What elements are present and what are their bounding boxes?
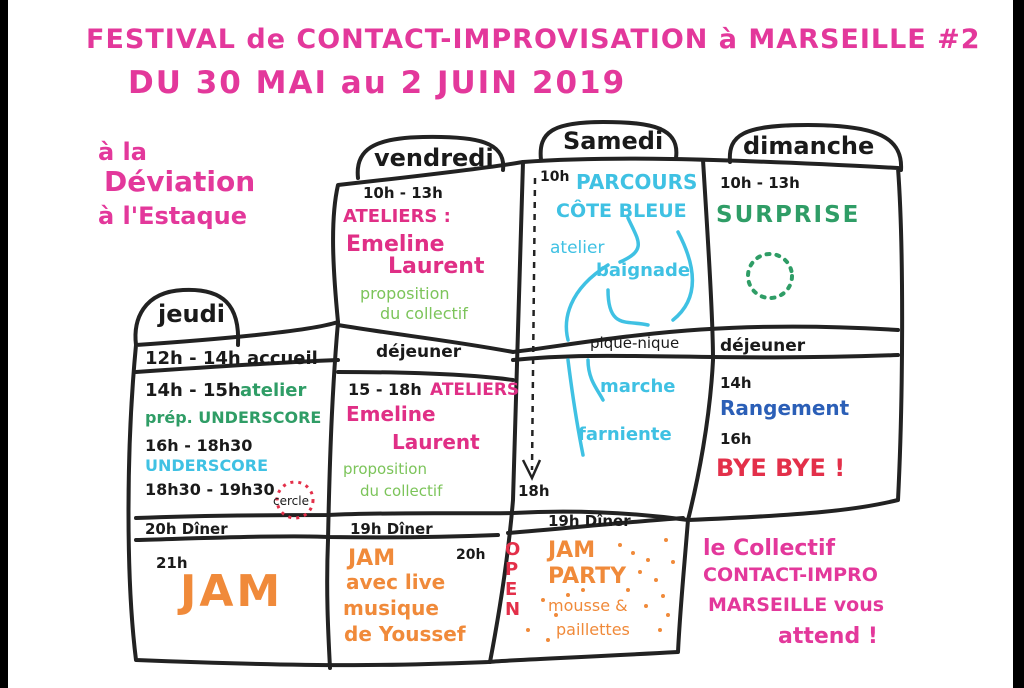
parcours-path-3 xyxy=(671,230,695,322)
closing-line-4: attend ! xyxy=(778,624,878,649)
venue-line-2: Déviation xyxy=(104,165,256,198)
vendredi-dejeuner-line xyxy=(336,370,515,382)
vendredi-jam-1: JAM xyxy=(348,546,396,571)
samedi-pique-nique: pique-nique xyxy=(590,334,680,352)
paillettes-dots xyxy=(526,538,675,642)
jeudi-accueil-line xyxy=(134,358,340,374)
samedi-timeline-arrowhead xyxy=(521,459,542,481)
samedi-paillettes: paillettes xyxy=(556,620,630,639)
surprise-dotted-circle xyxy=(746,252,794,300)
divider-jeudi-vendredi xyxy=(325,320,340,670)
samedi-end-time: 18h xyxy=(518,482,550,500)
vendredi-diner: 19h Dîner xyxy=(350,520,433,538)
jeudi-cercle-time: 18h30 - 19h30 xyxy=(145,480,275,499)
vendredi-aft-time: 15 - 18h xyxy=(348,380,422,399)
jeudi-atelier-time: 14h - 15h xyxy=(145,380,241,401)
day-label-vendredi: vendredi xyxy=(374,144,494,172)
jeudi-accueil: 12h - 14h accueil xyxy=(145,348,318,369)
day-label-dimanche: dimanche xyxy=(743,132,875,160)
samedi-start-time: 10h xyxy=(540,169,570,185)
samedi-dimanche-row-line xyxy=(511,353,900,362)
vendredi-prop-1: proposition xyxy=(360,284,450,303)
dimanche-dejeuner: déjeuner xyxy=(720,336,806,356)
parcours-path-2 xyxy=(564,263,610,342)
vendredi-jam-time: 20h xyxy=(456,547,486,563)
jeudi-underscore-time: 16h - 18h30 xyxy=(145,436,253,455)
tab-dimanche-outline xyxy=(727,123,904,172)
jeudi-jam: JAM xyxy=(180,566,284,617)
festival-title: FESTIVAL de CONTACT-IMPROVISATION à MARS… xyxy=(86,24,981,55)
samedi-timeline-arrow xyxy=(530,177,537,471)
samedi-jam-1: JAM xyxy=(548,538,596,563)
samedi-jam-2: PARTY xyxy=(548,564,627,589)
dimanche-bye-time: 16h xyxy=(720,430,752,448)
vendredi-morning-time: 10h - 13h xyxy=(363,184,443,202)
divider-vendredi-samedi xyxy=(488,160,525,664)
dimanche-rangement: Rangement xyxy=(720,396,850,420)
vendredi-ateliers: ATELIERS : xyxy=(343,206,451,227)
samedi-open: OPEN xyxy=(505,539,521,620)
jeudi-atelier-label: atelier xyxy=(240,380,307,401)
samedi-marche: marche xyxy=(600,376,676,397)
parcours-path-1 xyxy=(618,216,640,264)
samedi-farniente: farniente xyxy=(578,424,672,445)
tab-vendredi-outline xyxy=(355,134,506,180)
venue-line-1: à la xyxy=(98,138,147,166)
schedule-grid-lines xyxy=(126,120,905,670)
vendredi-jam-2: avec live xyxy=(346,570,446,594)
parcours-path-5 xyxy=(566,358,585,457)
samedi-atelier: atelier xyxy=(550,238,605,258)
poster-sheet: FESTIVAL de CONTACT-IMPROVISATION à MARS… xyxy=(8,0,1013,688)
vendredi-dejeuner: déjeuner xyxy=(376,342,462,362)
divider-samedi-dimanche xyxy=(686,158,715,522)
vendredi-aft-prop-1: proposition xyxy=(343,460,427,478)
venue-line-3: à l'Estaque xyxy=(98,202,248,230)
samedi-parcours: PARCOURS xyxy=(576,170,698,194)
dimanche-surprise: SURPRISE xyxy=(716,202,861,228)
schedule-outline xyxy=(126,156,905,668)
samedi-mousse: mousse & xyxy=(548,596,628,615)
vendredi-aft-prop-2: du collectif xyxy=(360,482,443,500)
vendredi-jam-3: musique xyxy=(343,596,439,620)
day-label-jeudi: jeudi xyxy=(158,300,225,328)
vendredi-name-1: Emeline xyxy=(346,232,445,257)
lunch-line xyxy=(336,323,900,354)
parcours-path-6 xyxy=(586,358,605,402)
vendredi-prop-2: du collectif xyxy=(380,304,468,323)
dimanche-rangement-time: 14h xyxy=(720,374,752,392)
jeudi-jam-time: 21h xyxy=(156,554,188,572)
vendredi-aft-name-2: Laurent xyxy=(392,430,480,454)
samedi-diner: 19h Dîner xyxy=(548,512,631,530)
tab-jeudi-outline xyxy=(133,287,241,347)
dimanche-morning-time: 10h - 13h xyxy=(720,174,800,192)
dinner-line-lower xyxy=(134,533,500,542)
cercle-dotted-circle xyxy=(275,480,315,520)
tab-samedi-outline xyxy=(538,120,679,162)
dimanche-bye: BYE BYE ! xyxy=(716,454,846,482)
festival-dates: DU 30 MAI au 2 JUIN 2019 xyxy=(128,65,627,101)
closing-line-1: le Collectif xyxy=(703,536,836,561)
jeudi-diner: 20h Dîner xyxy=(145,520,228,538)
closing-line-3: MARSEILLE vous xyxy=(708,594,885,616)
vendredi-name-2: Laurent xyxy=(388,254,485,279)
vendredi-jam-4: de Youssef xyxy=(344,622,466,646)
vendredi-aft-name-1: Emeline xyxy=(346,402,436,426)
day-label-samedi: Samedi xyxy=(563,127,664,155)
jeudi-underscore: UNDERSCORE xyxy=(145,456,269,475)
samedi-cote: CÔTE BLEUE xyxy=(556,200,687,222)
vendredi-aft-ateliers: ATELIERS xyxy=(430,380,520,400)
samedi-dinner-lower xyxy=(506,516,685,535)
closing-line-2: CONTACT-IMPRO xyxy=(703,564,878,586)
jeudi-atelier-prep: prép. UNDERSCORE xyxy=(145,408,322,427)
samedi-baignade: baignade xyxy=(596,260,691,281)
parcours-path-4 xyxy=(606,288,650,327)
dinner-line xyxy=(134,509,690,522)
jeudi-cercle: cercle xyxy=(273,494,309,508)
